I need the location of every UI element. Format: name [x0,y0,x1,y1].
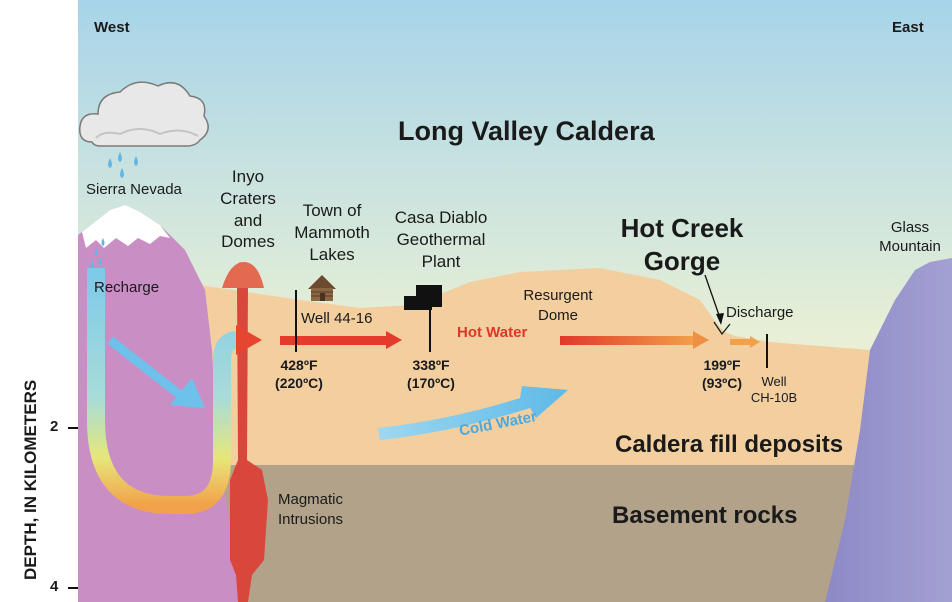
recharge-arrowhead [236,325,262,355]
label-west: West [94,19,130,36]
discharge-arrowhead [750,336,760,348]
inyo-line-4: Domes [221,232,275,252]
hot-creek-line-2: Gorge [643,245,721,276]
ch10b-line-1: Well [761,374,787,389]
temp-3-f: 199ºF [703,357,741,373]
inyo-line-2: Craters [220,188,276,208]
mammoth-line-2: Mammoth [294,223,370,243]
house-icon [308,275,336,301]
label-east: East [892,19,924,36]
discharge-arrow [730,339,752,345]
temp-casa-diablo: 338ºF (170ºC) [400,357,462,392]
label-well-ch10b: Well CH-10B [745,374,803,407]
hot-water-arrow-1 [280,336,388,345]
casa-line-1: Casa Diablo [394,208,488,227]
temp-1-c: (220ºC) [275,375,323,392]
ch10b-line-2: CH-10B [750,390,798,406]
label-hot-creek-gorge: Hot Creek Gorge [612,212,752,278]
label-resurgent-dome: Resurgent Dome [510,286,606,325]
resurgent-line-2: Dome [537,306,578,324]
gorge-notch [713,321,731,336]
temp-hot-creek: 199ºF (93ºC) [694,357,750,392]
label-discharge: Discharge [726,304,794,321]
recharge-diagonal-arrow [107,336,183,399]
depth-tick-label-4: 4 [50,578,59,595]
inyo-dome [222,262,264,288]
cloud-icon [79,81,209,147]
resurgent-line-1: Resurgent [523,287,593,304]
temp-1-f: 428ºF [280,357,318,373]
label-mammoth-lakes: Town of Mammoth Lakes [280,200,384,266]
hot-creek-line-1: Hot Creek [620,213,744,243]
basement-rocks [210,465,860,602]
hot-water-arrowhead-2 [693,331,709,349]
hot-water-arrow-2 [560,336,695,345]
label-inyo-craters-domes: Inyo Craters and Domes [212,166,284,253]
temp-2-c: (170ºC) [407,375,455,392]
mammoth-line-1: Town of [302,201,362,220]
casa-line-3: Plant [421,252,461,272]
temp-2-f: 338ºF [412,357,450,373]
depth-tick-label-2: 2 [50,418,59,435]
page-title: Long Valley Caldera [398,116,655,146]
label-casa-diablo: Casa Diablo Geothermal Plant [380,207,502,273]
temp-well-44-16: 428ºF (220ºC) [268,357,330,392]
label-sierra-nevada: Sierra Nevada [86,181,182,198]
glass-mountain [825,258,952,602]
label-well-44-16: Well 44-16 [301,310,373,327]
recharge-flow-path [87,268,239,514]
gorge-pointer-head [716,313,724,325]
depth-axis-label: DEPTH, IN KILOMETERS [21,379,40,580]
magmatic-line-1: Magmatic [278,491,344,508]
cold-water-arrow [378,386,568,440]
mammoth-line-3: Lakes [309,245,355,265]
label-caldera-fill: Caldera fill deposits [615,431,844,458]
raindrops-icon [90,152,138,268]
recharge-diagonal-arrowhead [170,378,205,408]
casa-line-2: Geothermal [396,230,486,250]
inyo-line-1: Inyo [231,167,265,186]
label-glass-mountain: Glass Mountain [868,218,952,256]
temp-3-c: (93ºC) [701,375,743,392]
glass-line-1: Glass [890,219,930,236]
inyo-line-3: and [233,210,263,230]
snow-cap [82,205,170,248]
label-basement-rocks: Basement rocks [612,502,798,529]
hot-water-arrowhead-1 [386,331,402,349]
label-hot-water: Hot Water [457,324,528,341]
glass-line-2: Mountain [879,238,941,256]
gorge-pointer [704,274,721,319]
magmatic-line-2: Intrusions [278,510,344,528]
label-magmatic-intrusions: Magmatic Intrusions [278,490,343,529]
geothermal-plant-icon [404,285,442,310]
label-recharge: Recharge [94,279,160,296]
